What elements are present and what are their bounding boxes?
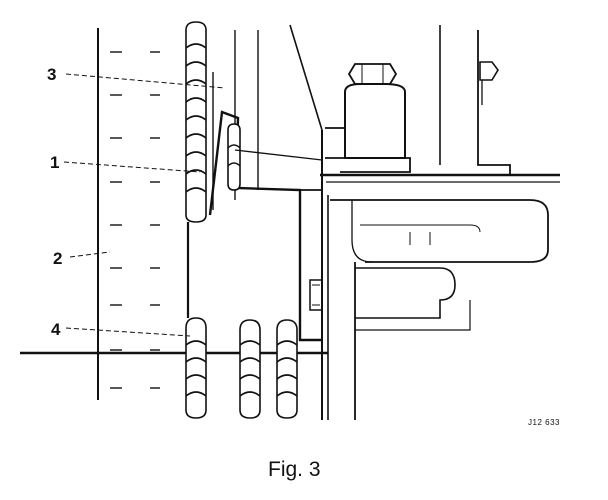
cylinder-wall	[97, 28, 160, 400]
figure-reference-code: J12 633	[528, 418, 560, 427]
callout-label-4: 4	[51, 320, 61, 339]
right-housing	[330, 25, 549, 420]
guide-and-bolt	[289, 24, 560, 420]
callout-leaders	[63, 73, 226, 337]
lower-coil-chain	[185, 317, 207, 419]
piston-body	[186, 30, 323, 342]
callout-label-3: 3	[47, 65, 56, 84]
figure-caption: Fig. 3	[268, 458, 321, 481]
lower-middle-coils	[239, 319, 298, 419]
upper-coil-chain	[185, 21, 207, 223]
callout-label-2: 2	[53, 249, 62, 268]
callout-label-1: 1	[50, 153, 59, 172]
